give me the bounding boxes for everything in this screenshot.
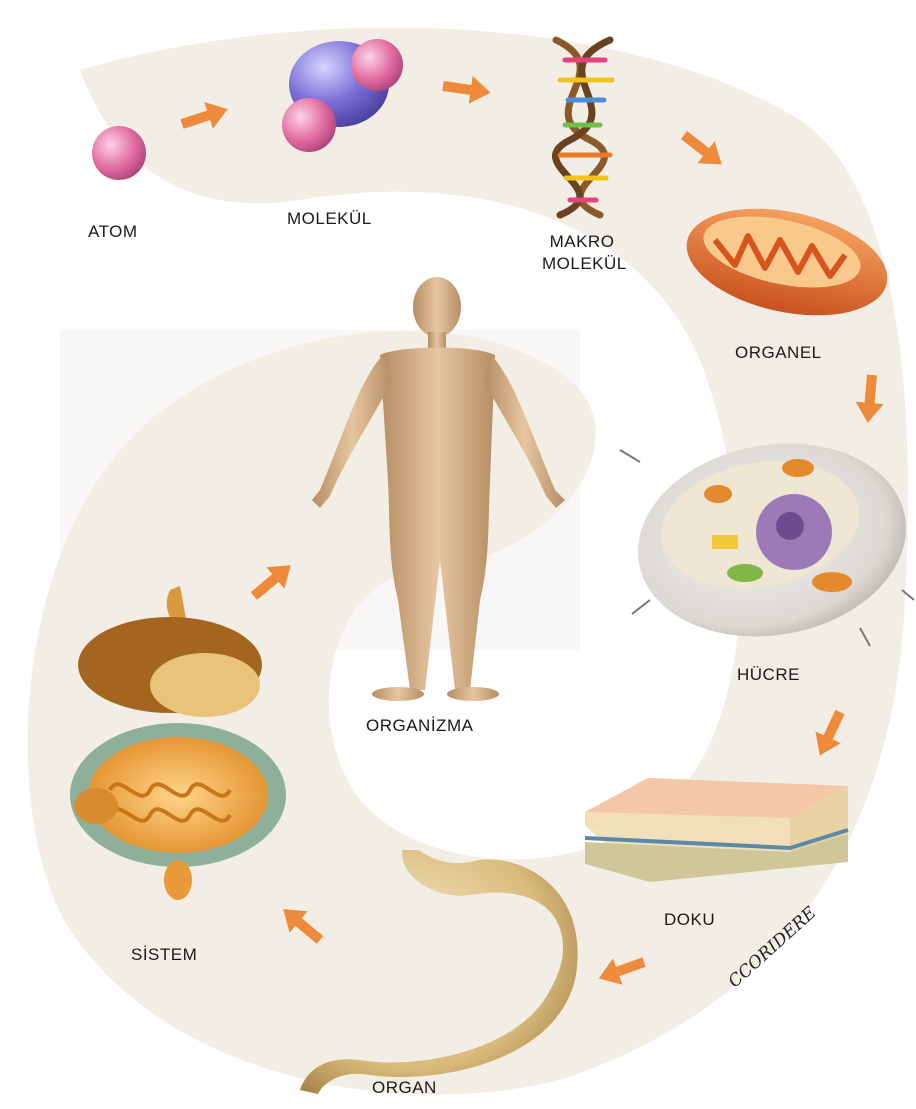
label-organ: ORGAN [372,1078,437,1098]
label-organism: ORGANİZMA [366,716,473,736]
label-atom: ATOM [88,222,138,242]
label-system: SİSTEM [131,945,197,965]
label-macromolecule: MAKRO MOLEKÜL [542,231,622,275]
label-macromolecule-line2: MOLEKÜL [542,253,622,275]
label-cell: HÜCRE [737,665,800,685]
atom-sphere [92,126,146,180]
label-molecule: MOLEKÜL [287,209,372,229]
label-organelle: ORGANEL [735,343,822,363]
label-tissue: DOKU [664,910,715,930]
label-macromolecule-line1: MAKRO [542,231,622,253]
